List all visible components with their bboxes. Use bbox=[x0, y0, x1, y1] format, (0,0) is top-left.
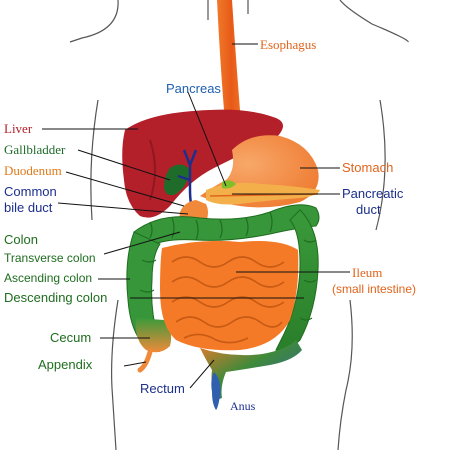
rectum-organ bbox=[200, 340, 302, 400]
descending-colon-label: Descending colon bbox=[4, 290, 108, 305]
small-intestine-organ bbox=[160, 240, 299, 351]
ileum-label-line2: (small intestine) bbox=[332, 282, 417, 296]
ileum-label-line1: Ileum bbox=[352, 265, 383, 280]
appendix-organ bbox=[137, 349, 153, 373]
esophagus-label: Esophagus bbox=[260, 37, 317, 52]
rectum-label: Rectum bbox=[140, 381, 185, 396]
ascending-colon-label: Ascending colon bbox=[4, 271, 93, 285]
liver-organ bbox=[122, 109, 283, 218]
cecum-label: Cecum bbox=[50, 330, 92, 345]
duodenum-label: Duodenum bbox=[4, 163, 62, 178]
cecum-organ bbox=[135, 318, 172, 353]
body-outline bbox=[69, 0, 409, 451]
colon-label: Colon bbox=[4, 232, 38, 247]
stomach-label: Stomach bbox=[342, 160, 394, 175]
colon-organ bbox=[126, 204, 320, 351]
anus-organ bbox=[211, 372, 221, 410]
liver-label: Liver bbox=[4, 121, 33, 136]
pancreas-label: Pancreas bbox=[166, 81, 221, 96]
anus-label: Anus bbox=[230, 399, 256, 413]
gallbladder-organ bbox=[164, 164, 190, 196]
transverse-colon-label: Transverse colon bbox=[4, 251, 96, 265]
common-bile-duct-label-line2: bile duct bbox=[4, 200, 53, 215]
pancreatic-duct-label-line1: Pancreatic bbox=[342, 186, 404, 201]
pancreatic-duct-label-line2: duct bbox=[356, 202, 381, 217]
gallbladder-label: Gallbladder bbox=[4, 142, 66, 157]
appendix-label: Appendix bbox=[38, 357, 93, 372]
common-bile-duct-label-line1: Common bbox=[4, 184, 57, 199]
